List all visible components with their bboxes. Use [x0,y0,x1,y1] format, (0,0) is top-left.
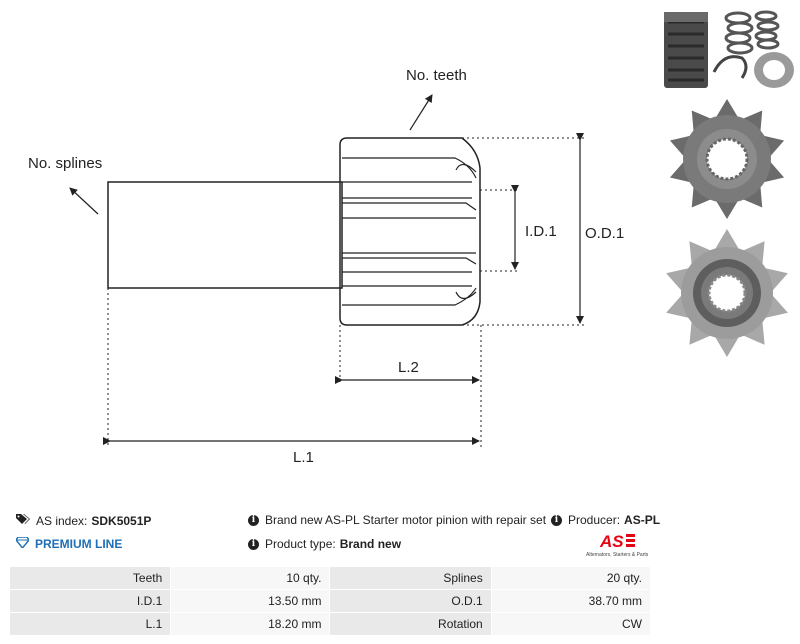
producer-value: AS-PL [624,513,661,527]
description-text: Brand new AS-PL Starter motor pinion wit… [265,513,547,527]
svg-text:AS: AS [599,532,624,551]
as-pl-logo: AS Alternators, Starters & Parts [586,532,649,558]
as-index-value: SDK5051P [91,513,152,528]
table-row: I.D.1 13.50 mm O.D.1 38.70 mm [8,589,652,613]
splines-label: No. splines [28,155,102,172]
specs-table: Teeth 10 qty. Splines 20 qty. I.D.1 13.5… [8,566,652,636]
l2-label: L.2 [398,359,419,376]
spec-key: Splines [329,566,492,590]
od-label: O.D.1 [585,225,624,242]
pinion-gear-photo-bottom [666,229,788,357]
table-row: Teeth 10 qty. Splines 20 qty. [8,566,652,590]
diamond-icon [15,536,30,551]
spec-key: O.D.1 [329,589,492,613]
spec-value: 38.70 mm [490,589,652,613]
description-row: i Brand new AS-PL Starter motor pinion w… [248,513,546,527]
spec-value: 20 qty. [490,566,652,590]
pinion-gear-photo-top [669,99,785,219]
splines-pointer-arrow [69,187,99,215]
spec-key: Teeth [8,566,172,590]
l1-label: L.1 [293,449,314,466]
info-icon: i [248,538,259,550]
dimension-extension-lines [107,137,586,448]
shaft-outline [107,181,343,289]
info-icon: i [551,514,562,526]
spec-key: L.1 [8,612,172,636]
table-row: L.1 18.20 mm Rotation CW [8,612,652,636]
info-icon: i [248,514,259,526]
spec-value: 13.50 mm [170,589,331,613]
svg-text:Alternators, Starters & Parts: Alternators, Starters & Parts [586,552,649,558]
technical-drawing: No. teeth No. splines I.D.1 O.D.1 L.2 L.… [28,67,624,466]
spec-key: I.D.1 [8,589,172,613]
spec-value: 18.20 mm [170,612,331,636]
premium-line-row: PREMIUM LINE [15,536,123,551]
producer-label: Producer: [568,513,621,527]
id-label: I.D.1 [525,223,557,240]
product-type-label: Product type: [265,537,336,551]
gear-teeth-lines [342,157,477,306]
repair-set-photo [664,10,794,88]
premium-line-label: PREMIUM LINE [35,537,123,551]
producer-row: i Producer: AS-PL [551,513,660,527]
teeth-label: No. teeth [406,67,467,84]
product-type-row: i Product type: Brand new [248,537,401,551]
product-type-value: Brand new [339,537,402,551]
spec-key: Rotation [329,612,492,636]
spec-value: CW [490,612,652,636]
as-index-label: AS index: [36,513,88,528]
as-index-row: AS index: SDK5051P [16,513,151,528]
spec-value: 10 qty. [170,566,331,590]
teeth-pointer-arrow [409,94,433,131]
tag-icon [16,513,30,528]
